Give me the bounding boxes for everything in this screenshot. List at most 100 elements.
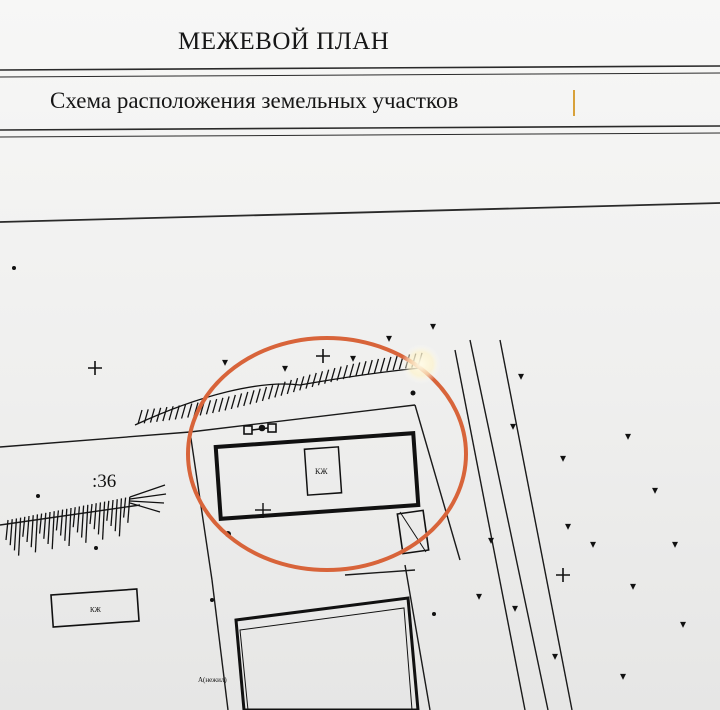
grid-crosses — [88, 349, 570, 582]
slope-hatch-tick — [114, 499, 118, 532]
svg-text:▾: ▾ — [552, 649, 558, 663]
slope-hatch-tick — [26, 515, 30, 543]
document-title: МЕЖЕВОЙ ПЛАН — [178, 28, 390, 55]
slope-hatch-tick — [47, 511, 51, 545]
highlight-circle — [186, 336, 468, 572]
slope-hatch-tick — [80, 505, 85, 538]
document-subtitle: Схема расположения земельных участков — [50, 88, 459, 113]
svg-text:▾: ▾ — [652, 483, 658, 497]
slope-hatch-tick — [305, 374, 311, 389]
slope-hatch-tick — [30, 515, 34, 548]
slope-hatch-tick — [72, 507, 76, 528]
main-building: КЖ — [213, 431, 421, 521]
slope-hatch-tick — [9, 519, 13, 546]
slope-hatch-tick — [392, 355, 398, 371]
slope-hatch-tick — [380, 357, 386, 373]
slope-hatch-tick — [93, 503, 97, 530]
slope-hatch-tick — [55, 510, 60, 531]
slope-hatch-tick — [292, 377, 299, 393]
slope-hatch-tick — [255, 388, 261, 403]
slope-hatch-tick — [348, 363, 355, 378]
text-cursor — [573, 90, 575, 116]
slope-hatch-tick — [5, 519, 9, 541]
slope-hatch-tick — [268, 385, 274, 400]
slope-hatch-tick — [106, 500, 110, 521]
slope-hatch-tick — [230, 394, 236, 410]
svg-text:▾: ▾ — [488, 533, 494, 547]
slope-hatch-tick — [236, 393, 243, 408]
slope-hatch-tick — [97, 502, 102, 535]
slope-hatch-tick — [317, 371, 324, 386]
slope-hatch-tick — [355, 362, 361, 377]
slope-hatch-tick — [59, 509, 64, 536]
svg-text:▾: ▾ — [680, 617, 686, 631]
slope-hatch-tick — [187, 403, 193, 418]
slope-hatch-tick — [373, 358, 380, 374]
slope-hatch-tick — [299, 376, 305, 391]
svg-text:▾: ▾ — [510, 419, 516, 433]
slope-hatch-tick — [243, 391, 249, 407]
slope-hatch-tick — [224, 396, 230, 411]
slope-hatch-tick — [249, 390, 255, 405]
slope-hatch-tick — [68, 507, 72, 547]
light-glare — [401, 344, 441, 384]
slope-hatch-tick — [156, 407, 162, 423]
slope-hatch-tick — [342, 364, 348, 380]
svg-text:▾: ▾ — [560, 451, 566, 465]
svg-text:▾: ▾ — [565, 519, 571, 533]
annotation-label: А(нежил) — [198, 676, 227, 684]
svg-text:▾: ▾ — [386, 331, 392, 345]
slope-hatch-tick — [43, 512, 47, 539]
slope-hatch-tick — [149, 408, 156, 423]
slope-hatch-tick — [218, 397, 224, 412]
slope-hatch-tick — [76, 506, 81, 533]
slope-hatch-tick — [34, 514, 39, 553]
slope-hatch-tick — [89, 503, 93, 525]
outbuilding-left-label: КЖ — [90, 606, 102, 614]
small-structures — [243, 423, 430, 555]
svg-text:▾: ▾ — [672, 537, 678, 551]
slope-hatch-tick — [38, 513, 43, 534]
slope-hatch-tick — [85, 504, 89, 543]
svg-text:▾: ▾ — [620, 669, 626, 683]
slope-hatch-tick — [274, 383, 280, 398]
svg-text:▾: ▾ — [282, 361, 288, 375]
parcel-boundaries — [0, 339, 573, 710]
svg-text:▾: ▾ — [222, 355, 228, 369]
slope-hatch-tick — [101, 501, 106, 540]
header-frame-lines — [0, 65, 720, 223]
tree-symbols: ▾ ▾ ▾ ▾ ▾ ▾ ▾ ▾ ▾ ▾ ▾ ▾ ▾ ▾ ▾ ▾ ▾ ▾ ▾ ▾ — [222, 319, 686, 683]
slope-hatch-tick — [110, 499, 114, 527]
svg-text:▾: ▾ — [625, 429, 631, 443]
slope-hatch-tick — [212, 398, 218, 414]
svg-text:▾: ▾ — [512, 601, 518, 615]
slope-hatch-tick — [137, 409, 143, 425]
slope-hatch-tick — [143, 409, 149, 424]
slope-hatch-tick — [162, 406, 168, 422]
slope-hatch-tick — [127, 496, 131, 523]
svg-text:▾: ▾ — [430, 319, 436, 333]
slope-hatch-tick — [51, 511, 55, 550]
slope-hatch-tick — [324, 369, 330, 384]
slope-hatch-tick — [336, 366, 342, 381]
slope-hatch-tick — [168, 406, 174, 421]
svg-text:▾: ▾ — [590, 537, 596, 551]
fan-hatch — [129, 484, 167, 513]
slope-hatch-tick — [122, 497, 127, 518]
slope-hatch-tick — [205, 400, 212, 415]
svg-text:▾: ▾ — [476, 589, 482, 603]
slope-hatch-tick — [118, 498, 123, 537]
large-structure-bottom — [234, 596, 420, 710]
slope-hatch-tick — [330, 367, 336, 383]
svg-text:▾: ▾ — [630, 579, 636, 593]
slope-hatch-tick — [180, 404, 187, 419]
slope-hatch-tick — [367, 359, 373, 375]
slope-hatching — [5, 352, 423, 556]
slope-hatch-tick — [286, 379, 292, 395]
parcel-number-label: :36 — [92, 471, 116, 492]
outbuilding-left: КЖ — [50, 588, 140, 628]
slope-hatch-tick — [64, 508, 68, 541]
slope-hatch-tick — [17, 517, 22, 556]
slope-hatch-tick — [386, 356, 392, 372]
